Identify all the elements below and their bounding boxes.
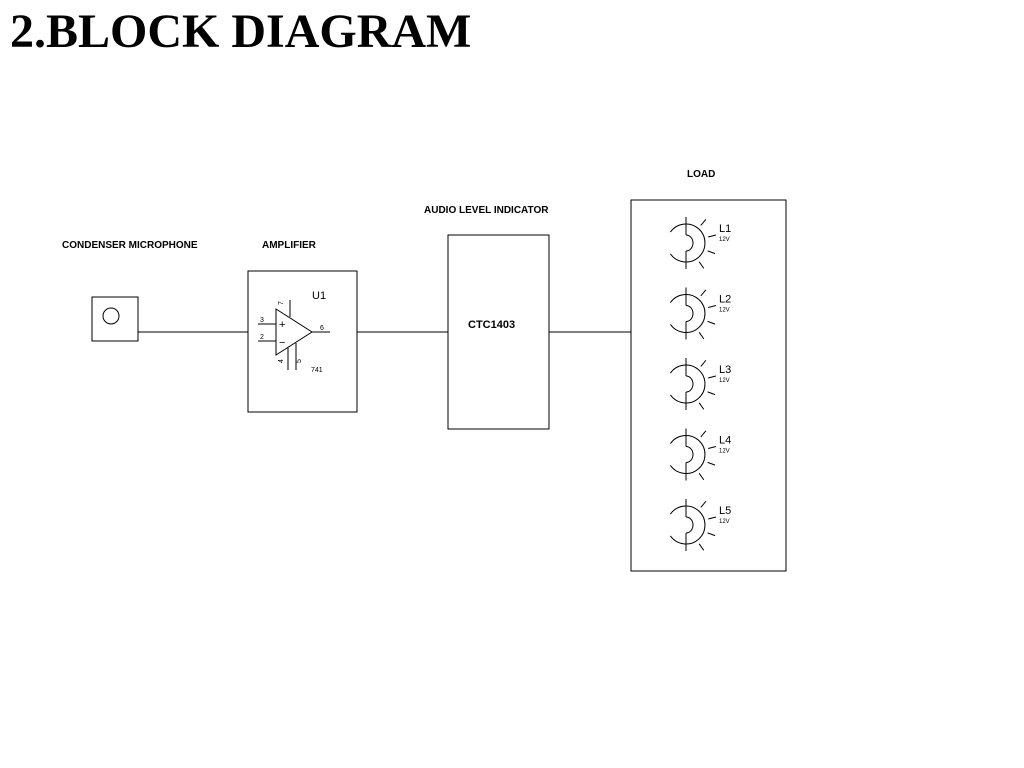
lamp-filament	[685, 516, 694, 534]
lamp-ref: L3	[719, 364, 731, 376]
condenser-microphone-block: CONDENSER MICROPHONE	[62, 240, 198, 342]
lamp-ray	[700, 430, 707, 438]
op-amp-icon	[275, 308, 313, 356]
lamp-ray	[707, 320, 716, 325]
lamp-rating: 12V	[719, 449, 730, 455]
plus-symbol: +	[279, 319, 285, 331]
pin-label-top: 7	[278, 301, 285, 305]
amplifier-ref: U1	[312, 290, 326, 302]
indicator-label: AUDIO LEVEL INDICATOR	[424, 205, 549, 216]
lamp-ray	[707, 391, 716, 396]
lamp-ray	[707, 532, 716, 537]
lamp-ray	[700, 500, 707, 508]
lamp-ray	[708, 375, 717, 379]
lamp-rating: 12V	[719, 519, 730, 525]
pin-label-inverting: 2	[260, 334, 264, 341]
pin-label-output: 6	[320, 325, 324, 332]
lamp-filament	[685, 375, 694, 393]
lamp-ray	[707, 461, 716, 466]
lamp-rating: 12V	[719, 237, 730, 243]
load-label: LOAD	[687, 169, 715, 180]
lamp-icon	[669, 223, 706, 263]
lamp-ray	[708, 305, 717, 308]
lamp-ray	[700, 359, 707, 367]
page-title: 2.BLOCK DIAGRAM	[10, 5, 472, 58]
pin-label-bottom-left: 4	[278, 359, 285, 363]
amplifier-block: AMPLIFIER U1 + − 3 2 6 7 4 5 741	[247, 240, 358, 413]
lamp-ray	[698, 473, 705, 481]
indicator-chip: CTC1403	[468, 319, 515, 331]
lamp-icon	[669, 505, 706, 545]
lamp-icon	[669, 294, 706, 333]
amplifier-label: AMPLIFIER	[262, 240, 317, 251]
lamp-icon	[669, 364, 706, 404]
indicator-box	[447, 234, 550, 430]
lamp-ray	[698, 402, 705, 410]
lamp-ray	[700, 289, 707, 297]
lamp-ref: L1	[719, 223, 731, 235]
lamp-rating: 12V	[719, 378, 730, 384]
lamp-ray	[698, 332, 705, 340]
lamp-ray	[708, 516, 717, 520]
lamp-ref: L5	[719, 505, 731, 517]
lamp-icon	[669, 435, 706, 474]
lamp-ref: L2	[719, 294, 731, 306]
pin-label-noninverting: 3	[260, 317, 264, 324]
lamp-ref: L4	[719, 435, 731, 447]
lamp-ray	[700, 218, 707, 226]
lamp-rating: 12V	[719, 308, 730, 314]
microphone-icon	[102, 307, 120, 325]
lamp-filament	[685, 305, 694, 322]
lamp-ray	[708, 234, 717, 238]
lamp-filament	[685, 446, 694, 463]
minus-symbol: −	[279, 337, 285, 349]
microphone-label: CONDENSER MICROPHONE	[62, 240, 198, 251]
lamp-ray	[707, 250, 716, 255]
audio-level-indicator-block: AUDIO LEVEL INDICATOR CTC1403	[424, 205, 550, 430]
lamp-ray	[698, 261, 705, 269]
pin-label-bottom-right: 5	[296, 359, 303, 363]
lamp-ray	[698, 543, 705, 551]
load-box	[630, 199, 787, 572]
lamp-filament	[685, 234, 694, 252]
lamp-ray	[708, 446, 717, 449]
amplifier-part: 741	[311, 367, 323, 374]
microphone-box	[91, 296, 139, 342]
